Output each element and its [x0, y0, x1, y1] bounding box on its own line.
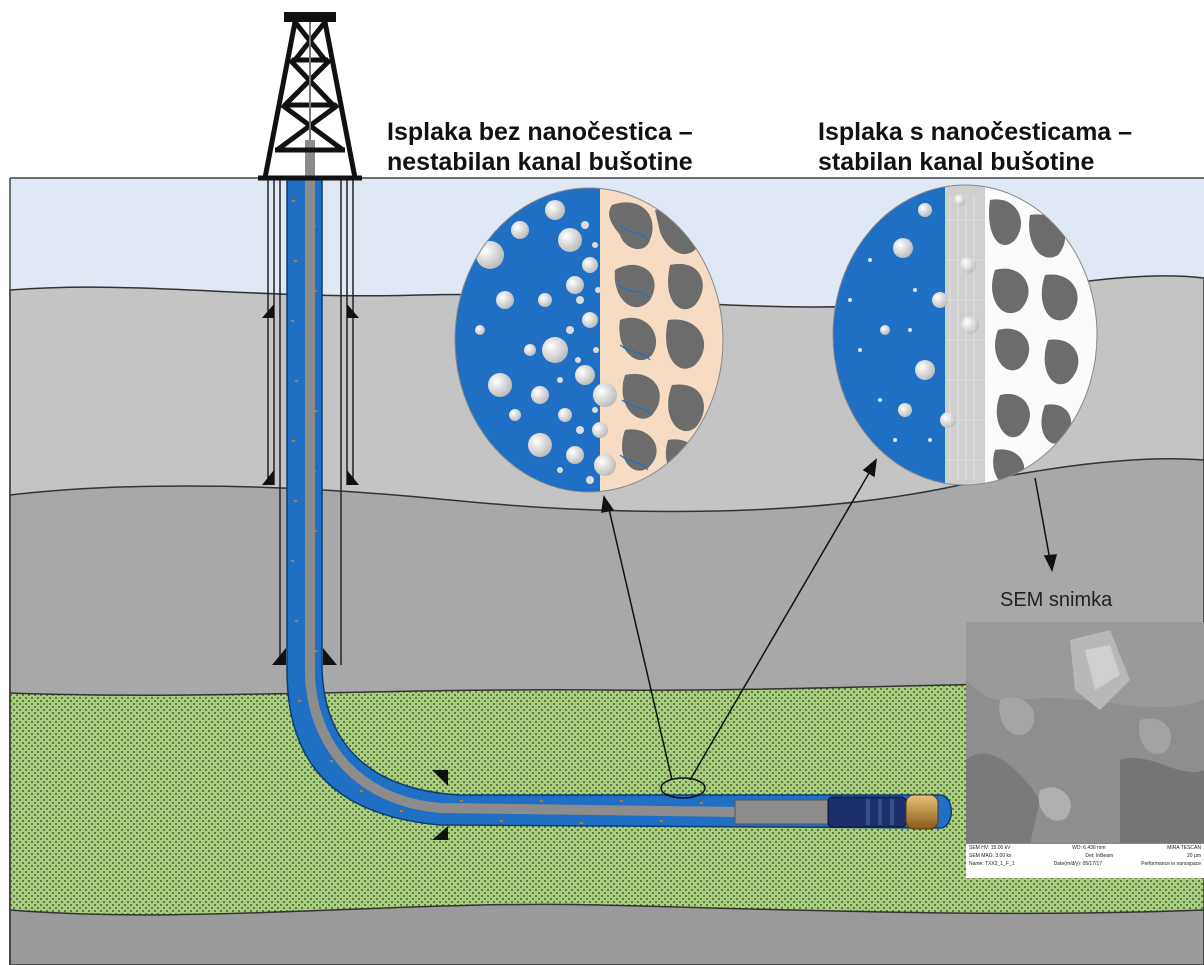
label-with-nanoparticles: Isplaka s nanočesticama – stabilan kanal… [818, 117, 1132, 177]
sem-detector: Det: InBeam [1085, 853, 1114, 859]
bottom-hole-assembly [734, 799, 831, 825]
sem-hv: SEM HV: 15.00 kV [969, 845, 1011, 851]
label-without-nanoparticles: Isplaka bez nanočestica – nestabilan kan… [387, 117, 693, 177]
wellbore-focus-ellipse [660, 777, 706, 799]
label-with-nanoparticles-line1: Isplaka s nanočesticama – [818, 118, 1133, 146]
sem-date: Date(m/d/y): 05/17/17 [1053, 861, 1103, 867]
sem-info-bar: SEM HV: 15.00 kV WD: 6.436 mm MIRA TESCA… [966, 843, 1204, 878]
sem-mag: SEM MAG: 3.00 kx [969, 853, 1012, 859]
drill-bit [905, 794, 939, 830]
casing-strings [267, 178, 354, 665]
drill-pipe [305, 140, 741, 817]
wellbore-mud [286, 177, 952, 829]
sem-brand: MIRA TESCAN [1167, 845, 1201, 851]
sem-title: SEM snimka [1000, 589, 1113, 611]
sem-wd: WD: 6.436 mm [1072, 845, 1106, 851]
label-without-nanoparticles-line1: Isplaka bez nanočestica – [387, 118, 693, 146]
sem-slogan: Performance in nanospace [1141, 861, 1201, 867]
wellbore [286, 140, 952, 830]
rock-layer-3 [9, 903, 1204, 965]
label-with-nanoparticles-line2: stabilan kanal bušotine [818, 148, 1095, 176]
casing-shoes [262, 304, 448, 840]
pointer-arrows [601, 458, 1058, 781]
sem-name: Name: TXX2_1_F_1 [969, 861, 1015, 867]
sem-scale: 20 µm [1187, 853, 1201, 859]
sem-image [966, 622, 1204, 844]
label-without-nanoparticles-line2: nestabilan kanal bušotine [387, 148, 693, 176]
